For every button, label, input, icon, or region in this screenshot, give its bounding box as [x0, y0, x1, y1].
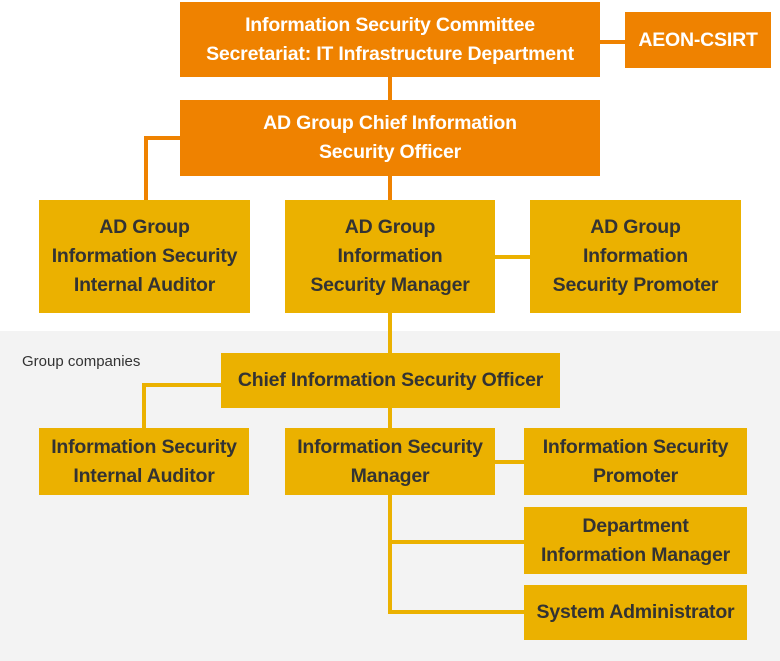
node-line: Information Manager: [540, 543, 731, 566]
node-line: AEON-CSIRT: [638, 28, 758, 51]
node-department-information-manager: Department Information Manager: [524, 507, 747, 574]
node-line: Security Promoter: [552, 274, 719, 296]
node-aeon-csirt: AEON-CSIRT: [625, 12, 771, 68]
connector-committee-aeon-csirt: [599, 40, 625, 44]
node-line: Department: [582, 514, 689, 537]
connector-manager-trunk: [388, 495, 392, 614]
node-line: Secretariat: IT Infrastructure Departmen…: [206, 42, 574, 65]
connector-ad-ciso-ad-auditor-h: [144, 136, 181, 140]
connector-ciso-manager: [388, 408, 392, 428]
node-line: Information Security: [51, 245, 238, 267]
node-security-manager: Information Security Manager: [285, 428, 495, 495]
connector-committee-ad-ciso: [388, 76, 392, 100]
node-information-security-committee: Information Security Committee Secretari…: [180, 2, 600, 77]
connector-trunk-sysadmin: [388, 610, 524, 614]
node-line: Manager: [350, 464, 430, 487]
connector-ciso-auditor-h: [142, 383, 222, 387]
connector-ad-ciso-ad-manager: [388, 176, 392, 200]
node-line: Information Security: [542, 435, 729, 458]
node-line: Information Security: [51, 435, 237, 458]
node-line: AD Group: [344, 216, 436, 238]
connector-manager-promoter: [494, 460, 524, 464]
node-line: AD Group Chief Information: [263, 112, 517, 134]
node-line: Information Security: [297, 435, 483, 458]
node-ad-group-security-manager: AD Group Information Security Manager: [285, 200, 495, 313]
node-line: Promoter: [592, 464, 679, 487]
node-line: AD Group: [590, 216, 681, 238]
node-ciso: Chief Information Security Officer: [221, 353, 560, 408]
connector-ciso-auditor-v: [142, 383, 146, 428]
node-line: Information: [582, 245, 689, 267]
node-line: Security Manager: [310, 274, 470, 296]
node-line: Internal Auditor: [73, 464, 215, 487]
node-ad-group-ciso: AD Group Chief Information Security Offi…: [180, 100, 600, 176]
connector-trunk-dept-info-manager: [388, 540, 524, 544]
node-system-administrator: System Administrator: [524, 585, 747, 640]
node-ad-group-internal-auditor: AD Group Information Security Internal A…: [39, 200, 250, 313]
node-security-promoter: Information Security Promoter: [524, 428, 747, 495]
node-line: Information: [337, 245, 443, 267]
node-internal-auditor: Information Security Internal Auditor: [39, 428, 249, 495]
node-line: AD Group: [99, 216, 190, 238]
node-ad-group-security-promoter: AD Group Information Security Promoter: [530, 200, 741, 313]
group-companies-label: Group companies: [22, 353, 141, 370]
node-line: Chief Information Security Officer: [237, 369, 544, 391]
node-line: Internal Auditor: [73, 274, 216, 296]
connector-ad-manager-ad-promoter: [494, 255, 530, 259]
node-line: Security Officer: [318, 141, 462, 163]
connector-ad-ciso-ad-auditor-v: [144, 136, 148, 200]
node-line: System Administrator: [536, 601, 735, 623]
connector-ad-manager-ciso: [388, 313, 392, 353]
node-line: Information Security Committee: [245, 13, 535, 36]
